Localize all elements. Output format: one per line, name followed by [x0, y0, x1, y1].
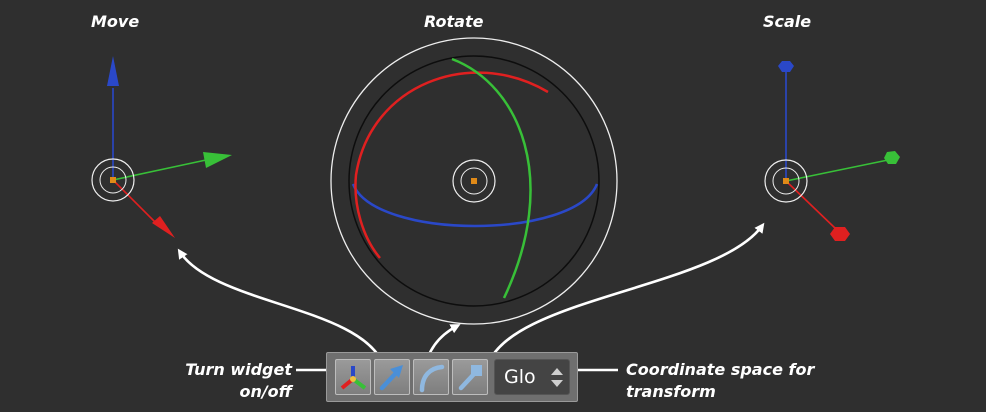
- scale-z-handle-icon[interactable]: [778, 61, 794, 72]
- rotate-pivot-inner-ring[interactable]: [460, 167, 488, 195]
- move-label: Move: [91, 12, 140, 31]
- spinner-arrows-icon[interactable]: [545, 360, 569, 394]
- move-arrow-icon: [379, 365, 403, 391]
- rotate-x-ring[interactable]: [354, 71, 549, 259]
- rotate-outer-ring[interactable]: [330, 37, 618, 325]
- rotate-tool-button[interactable]: [413, 359, 449, 395]
- rotate-pivot-icon[interactable]: [471, 178, 477, 184]
- rotate-y-ring[interactable]: [451, 57, 532, 299]
- widget-toggle-icon: [340, 366, 367, 390]
- toggle-callout-line2: on/off: [239, 382, 292, 401]
- rotate-arc-icon: [419, 364, 445, 393]
- move-tool-button[interactable]: [374, 359, 410, 395]
- rotate-z-ring[interactable]: [351, 183, 599, 228]
- move-pivot-ring[interactable]: [91, 158, 135, 202]
- move-z-arrow-icon[interactable]: [107, 56, 119, 86]
- scale-pivot-ring[interactable]: [764, 159, 808, 203]
- callout-arrow-move: [177, 248, 386, 367]
- move-pivot-icon[interactable]: [110, 177, 116, 183]
- move-widget[interactable]: [91, 56, 232, 238]
- scale-handle-icon: [458, 365, 482, 391]
- scale-tool-button[interactable]: [452, 359, 488, 395]
- scale-y-handle-icon[interactable]: [884, 151, 900, 164]
- rotate-sphere-outline[interactable]: [348, 55, 600, 307]
- coordinate-space-select[interactable]: Glo: [494, 359, 570, 395]
- move-y-arrow-icon[interactable]: [203, 152, 232, 168]
- callout-arrow-scale: [484, 222, 765, 373]
- widget-toggle-button[interactable]: [335, 359, 371, 395]
- rotate-label: Rotate: [424, 12, 484, 31]
- coord-callout-line1: Coordinate space for: [626, 360, 815, 379]
- coordinate-space-value: Glo: [504, 366, 536, 388]
- move-x-axis[interactable]: [112, 179, 159, 226]
- scale-pivot-inner-ring[interactable]: [772, 167, 800, 195]
- move-pivot-inner-ring[interactable]: [99, 166, 127, 194]
- move-x-arrow-icon[interactable]: [152, 216, 175, 238]
- scale-label: Scale: [763, 12, 812, 31]
- toggle-callout-line1: Turn widget: [185, 360, 292, 379]
- scale-pivot-icon[interactable]: [783, 178, 789, 184]
- coord-callout-line2: transform: [626, 382, 716, 401]
- scale-x-handle-icon[interactable]: [830, 227, 850, 241]
- rotate-widget[interactable]: [330, 37, 618, 325]
- scale-widget[interactable]: [764, 61, 900, 241]
- scale-y-axis[interactable]: [785, 159, 889, 182]
- widget-toolbar: Glo: [326, 352, 578, 402]
- scale-x-axis[interactable]: [785, 180, 837, 230]
- move-y-axis[interactable]: [112, 159, 207, 181]
- rotate-pivot-ring[interactable]: [452, 159, 496, 203]
